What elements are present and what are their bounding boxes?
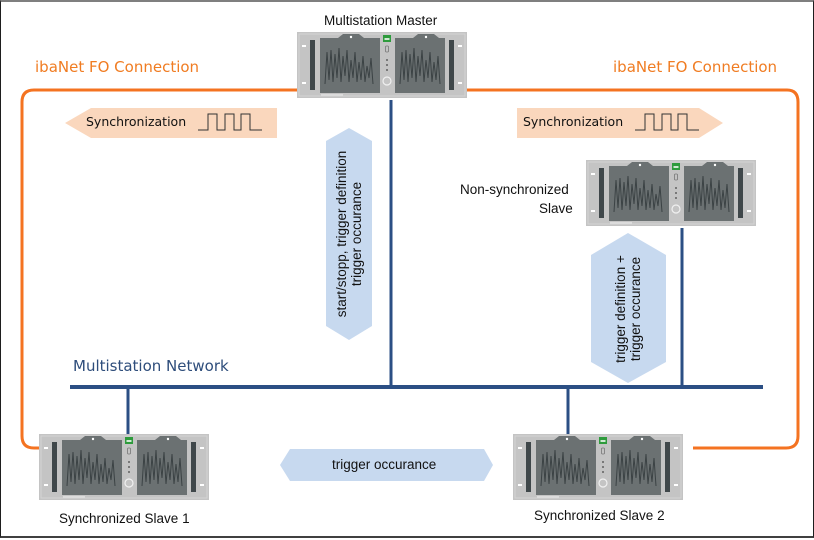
slave1-device	[38, 433, 210, 501]
slave2-label: Synchronized Slave 2	[534, 508, 665, 523]
fo-connection-left-label: ibaNet FO Connection	[35, 58, 200, 76]
sync-arrow-right-label: Synchronization	[523, 114, 624, 129]
master-vertical-arrow	[326, 128, 372, 340]
master-vertical-arrow-label: start/stopp, trigger definition trigger …	[334, 134, 364, 334]
fo-connection-right	[463, 88, 800, 450]
square-wave-icon	[635, 113, 699, 131]
master-device	[296, 31, 468, 99]
non-sync-slave-label-line2: Slave	[539, 201, 573, 216]
network-label: Multistation Network	[73, 357, 229, 375]
slave2-device	[512, 433, 684, 501]
master-vertical-arrow-line2: trigger occurance	[349, 181, 364, 287]
master-label: Multistation Master	[324, 13, 438, 28]
square-wave-icon	[198, 113, 262, 131]
non-sync-slave-device	[585, 159, 757, 227]
fo-connection-left	[20, 88, 298, 450]
slave-vertical-arrow-line2: trigger occurance	[628, 256, 643, 362]
sync-arrow-left-label: Synchronization	[86, 114, 187, 129]
trigger-horizontal-arrow-label: trigger occurance	[332, 457, 437, 472]
slave1-label: Synchronized Slave 1	[59, 511, 190, 526]
slave-vertical-arrow	[591, 233, 666, 383]
trigger-horizontal-arrow	[280, 449, 493, 481]
master-vertical-arrow-line1: start/stopp, trigger definition	[334, 150, 349, 318]
non-sync-slave-label-line1: Non-synchronized	[460, 182, 569, 197]
slave-vertical-arrow-line1: trigger definition +	[613, 255, 628, 363]
slave-vertical-arrow-label: trigger definition + trigger occurance	[613, 249, 643, 369]
fo-connection-right-label: ibaNet FO Connection	[613, 58, 778, 76]
